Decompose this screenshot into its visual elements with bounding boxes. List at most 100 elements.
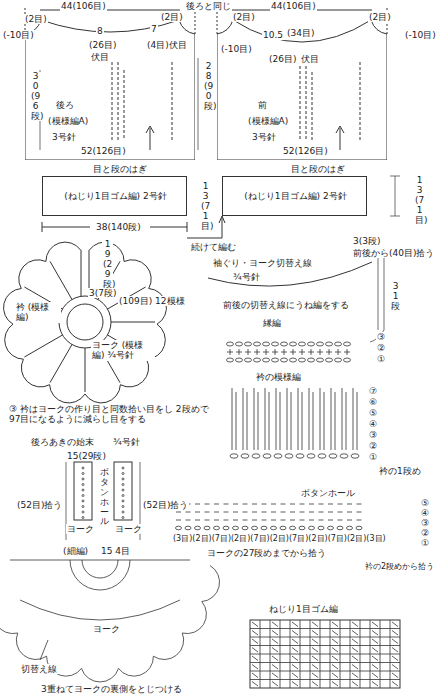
stroke — [312, 648, 318, 653]
stroke — [252, 504, 257, 520]
stroke — [227, 342, 234, 346]
stroke — [372, 673, 378, 678]
stroke — [352, 631, 358, 636]
stroke — [242, 526, 248, 530]
stroke — [392, 648, 398, 653]
dimension-label: ⑤ — [368, 408, 378, 418]
stroke — [82, 511, 84, 513]
node-text: 衿 (模様編) — [15, 302, 61, 323]
dimension-label: ボタンホール — [300, 488, 356, 498]
node-text: (模様編A) — [247, 116, 289, 126]
stroke — [245, 342, 252, 346]
dimension-label: (2目) — [160, 12, 184, 22]
stroke — [312, 622, 318, 627]
stroke — [357, 504, 362, 520]
rib-band: (ねじり1目ゴム編) 2号針 — [42, 176, 187, 216]
stroke — [263, 342, 270, 346]
stroke — [392, 622, 398, 627]
dimension-label: ¾号針 — [112, 437, 141, 447]
stroke — [347, 526, 353, 530]
stroke — [252, 682, 258, 687]
stroke — [331, 388, 335, 450]
stroke — [392, 673, 398, 678]
stroke — [353, 388, 357, 450]
stroke — [245, 358, 252, 362]
node-text: (ねじり1目ゴム編) 2号針 — [63, 191, 167, 201]
stroke — [312, 656, 318, 661]
dimension-label: ヨーク — [92, 624, 121, 634]
dimension-label: 15 4目 — [100, 546, 131, 556]
body-panel: 前(模様編A)3号針 — [217, 20, 387, 160]
stroke — [252, 454, 260, 458]
stroke — [82, 467, 84, 469]
dimension-label: 8 — [96, 26, 104, 36]
outline-path — [4, 242, 167, 403]
stroke — [299, 342, 306, 346]
dimension-label: ① — [376, 354, 386, 364]
stroke — [296, 454, 304, 458]
stroke — [292, 622, 298, 627]
stroke — [232, 388, 236, 450]
stroke — [312, 673, 318, 678]
stroke — [290, 526, 296, 530]
stroke — [342, 388, 346, 450]
stroke — [372, 665, 378, 670]
stroke — [318, 454, 326, 458]
stroke — [250, 662, 400, 663]
dimension-label: 目と段のはぎ — [290, 164, 346, 174]
stroke — [82, 495, 84, 497]
dimension-label: 伏目 — [90, 52, 110, 62]
yoke-shape — [0, 560, 220, 682]
dimension-label: 52(126目) — [80, 146, 127, 156]
dimension-label: 19(29段) — [102, 240, 113, 289]
stroke — [335, 358, 342, 362]
stroke — [82, 517, 84, 519]
stroke — [122, 473, 124, 475]
stroke — [262, 504, 267, 520]
stroke — [281, 504, 286, 520]
stroke — [317, 342, 324, 346]
stroke — [326, 349, 332, 355]
stroke — [252, 673, 258, 678]
stroke — [292, 665, 298, 670]
stroke — [290, 504, 295, 520]
dimension-label: 前後から(40目)拾う — [352, 248, 435, 258]
stroke — [252, 639, 258, 644]
stroke — [344, 349, 350, 355]
stroke — [344, 342, 351, 346]
stroke — [236, 342, 243, 346]
stroke — [281, 342, 288, 346]
dimension-label: 目と段のはぎ — [92, 164, 148, 174]
stroke — [272, 349, 278, 355]
stroke — [261, 526, 267, 530]
stroke — [392, 682, 398, 687]
stroke — [245, 349, 251, 355]
stroke — [250, 637, 400, 638]
stroke — [214, 526, 220, 530]
stroke — [250, 679, 400, 680]
stroke — [122, 467, 124, 469]
dimension-label: ③ — [368, 430, 378, 440]
stroke — [372, 656, 378, 661]
dimension-label: ③ 衿はヨークの作り目と同数拾い目をし 2段めで97目になるように減らし目をする — [8, 404, 210, 425]
dimension-label: ② — [420, 528, 430, 538]
stroke — [290, 349, 296, 355]
node-text: (模様編A) — [47, 116, 89, 126]
dimension-label: 7 — [150, 24, 158, 34]
dimension-label: 28(90段) — [203, 62, 214, 111]
dimension-label: (26目) — [88, 40, 117, 50]
dimension-label: (26目) — [268, 54, 297, 64]
dimension-label: 続けて編む — [190, 242, 237, 252]
stroke — [82, 506, 84, 508]
dimension-label: (2目) — [368, 12, 392, 22]
stroke — [272, 673, 278, 678]
stroke — [309, 388, 313, 450]
stroke — [352, 656, 358, 661]
dimension-label: ヨーク — [114, 524, 143, 534]
dimension-label: (2目) — [232, 12, 256, 22]
dimension-label: (4目)伏目 — [146, 40, 188, 50]
dimension-label: 3(7段) — [88, 288, 117, 298]
stroke — [227, 349, 233, 355]
stroke — [335, 349, 341, 355]
dimension-label: (-10目) — [2, 30, 35, 40]
